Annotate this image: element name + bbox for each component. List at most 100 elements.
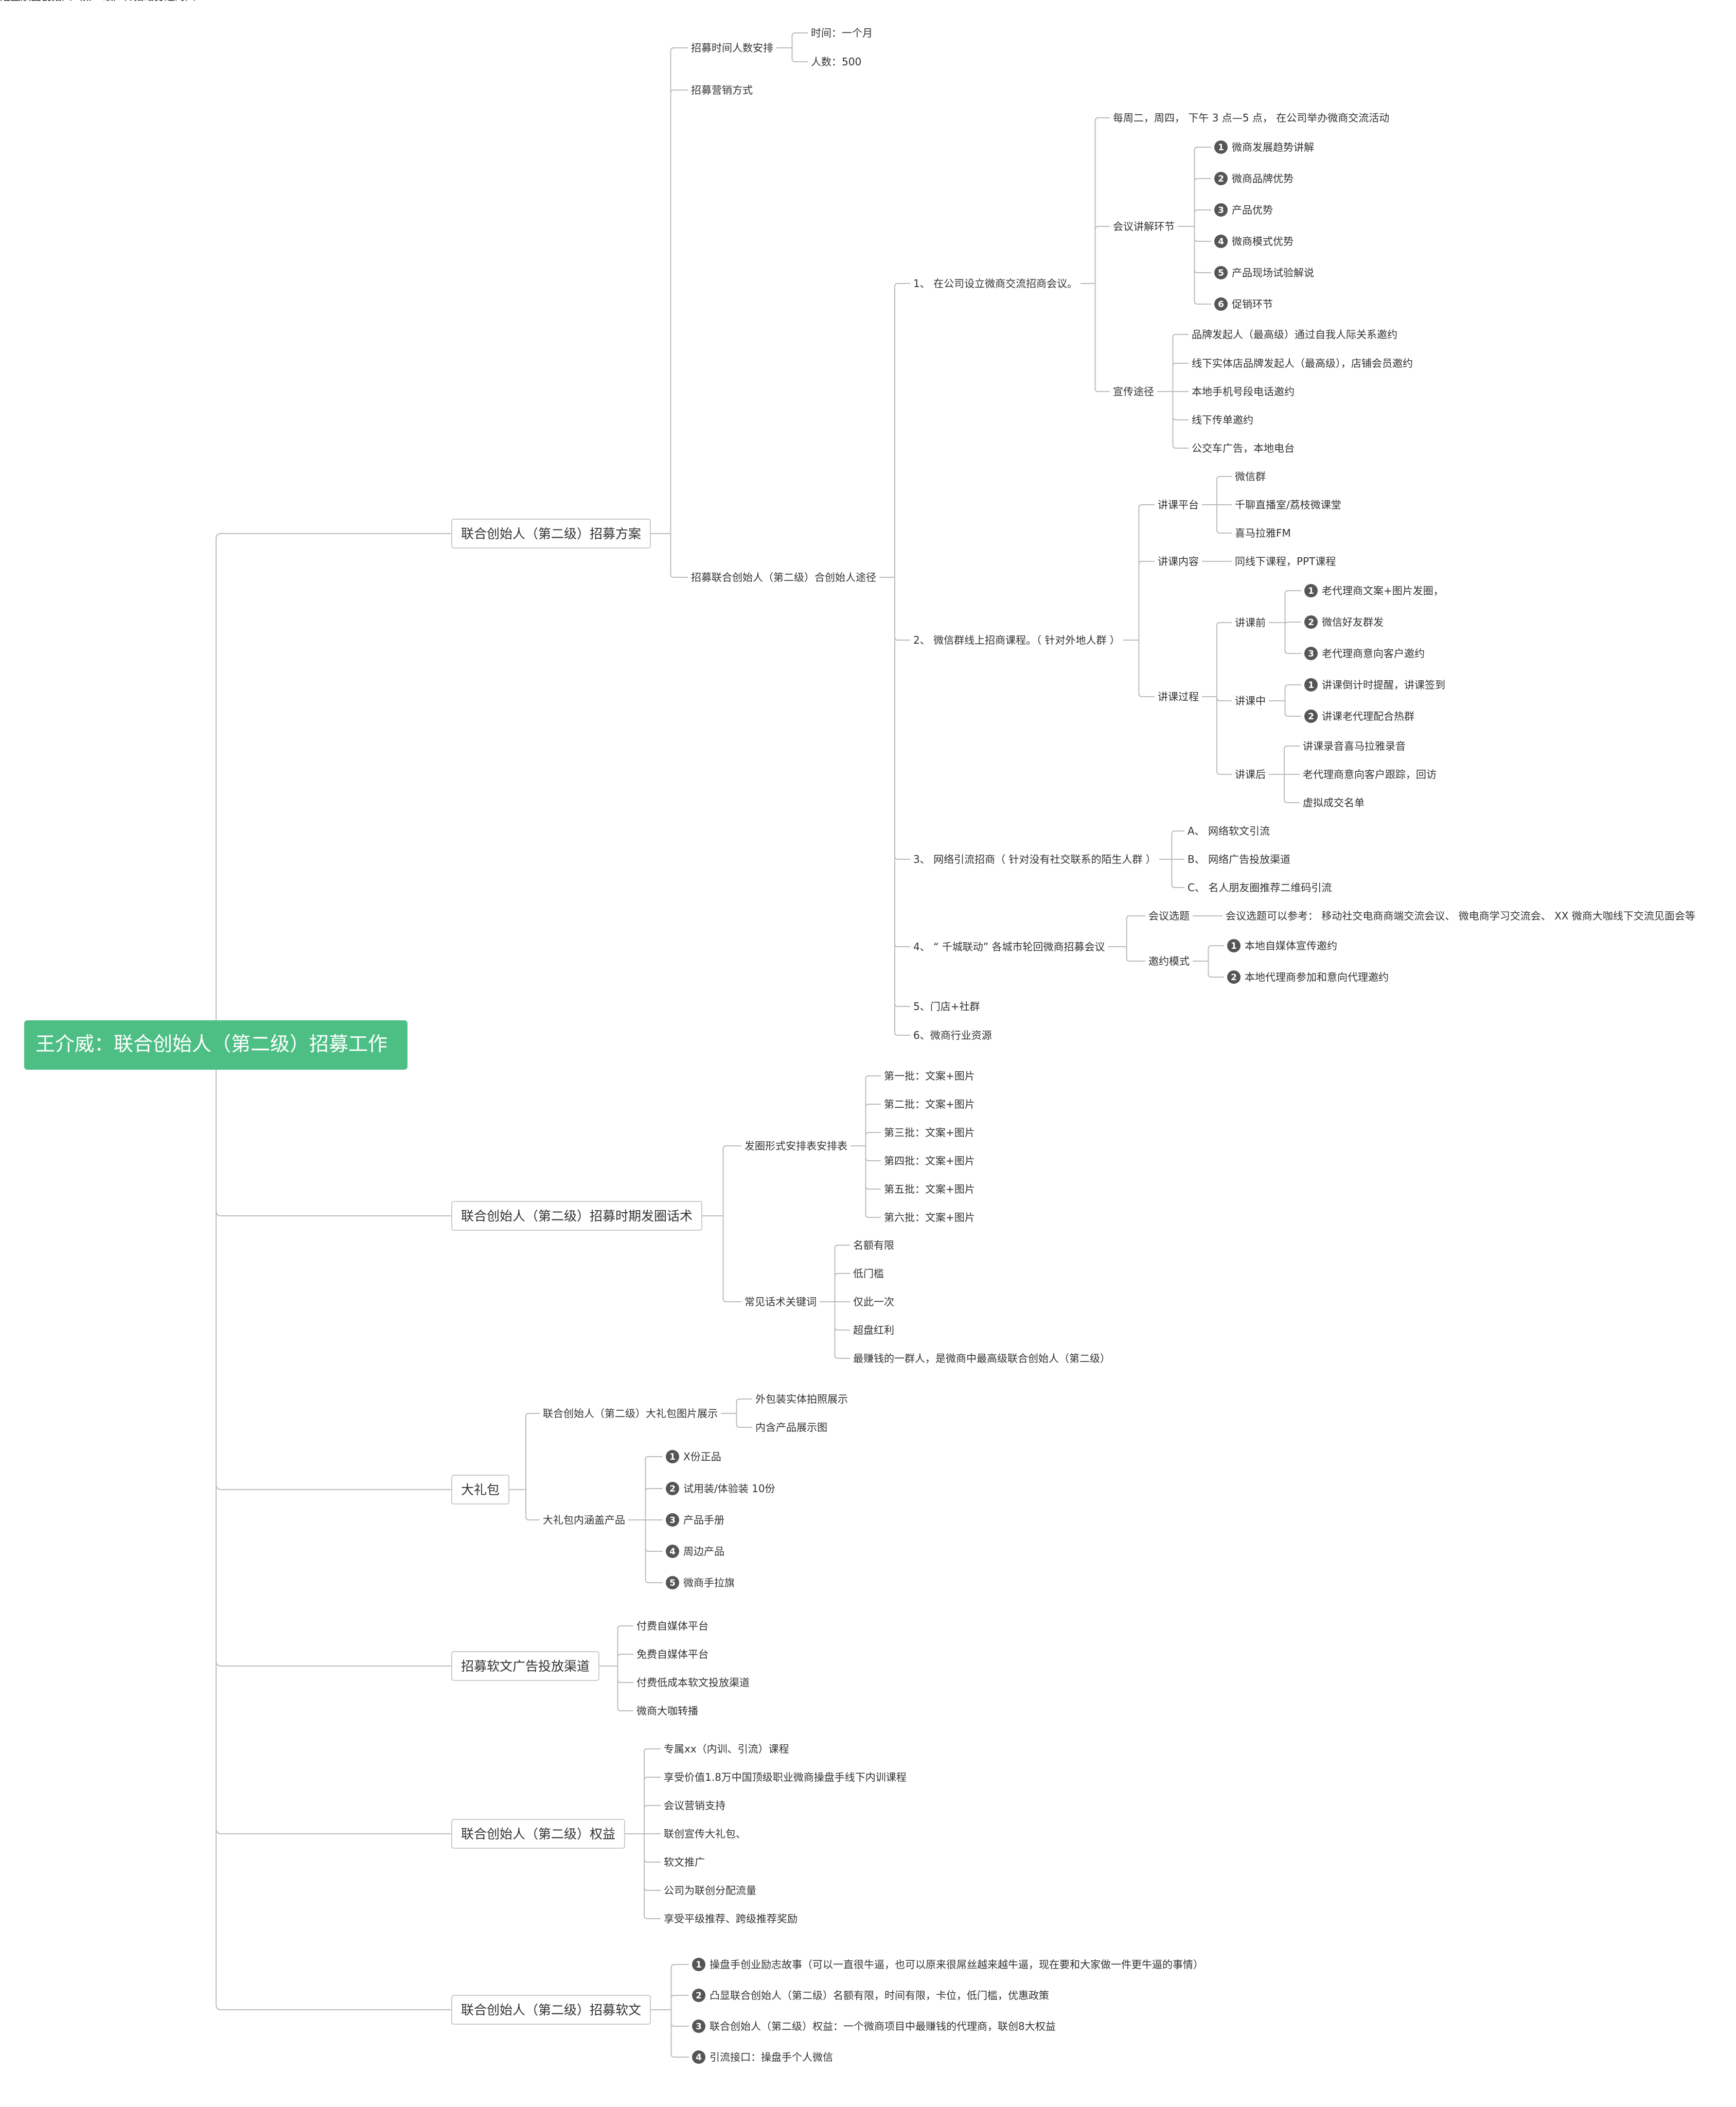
topic-label[interactable]: 千聊直播室/荔枝微课堂 [1235, 499, 1341, 511]
topic-label[interactable]: A、 网络软文引流 [1188, 825, 1270, 837]
topic-label[interactable]: 喜马拉雅FM [1235, 527, 1291, 539]
topic-label[interactable]: 微商品牌优势 [1232, 172, 1294, 185]
topic-label[interactable]: 第五批：文案+图片 [884, 1183, 975, 1195]
topic-label[interactable]: 公司为联创分配流量 [664, 1884, 756, 1897]
topic-label[interactable]: 招募时间人数安排 [691, 42, 773, 54]
branch-topic[interactable] [451, 1995, 651, 2025]
topic-label[interactable]: 招募营销方式 [691, 84, 753, 96]
topic-label[interactable]: 2、 微信群线上招商课程。（ 针对外地人群 ） [913, 634, 1120, 646]
topic-label[interactable]: 4、 “ 千城联动” 各城市轮回微商招募会议 [913, 941, 1105, 953]
topic-label[interactable]: 会议讲解环节 [1113, 220, 1175, 233]
topic-label[interactable]: 招募联合创始人（第二级）合创始人途径 [691, 571, 876, 583]
topic-label[interactable]: 线下实体店品牌发起人（最高级），店铺会员邀约 [1192, 357, 1413, 369]
topic-label[interactable]: 微商手拉旗 [683, 1577, 735, 1589]
topic-label[interactable]: 品牌发起人（最高级）通过自我人际关系邀约 [1192, 328, 1397, 341]
topic-label[interactable]: 联合创始人（第二级）权益：一个微商项目中最赚钱的代理商，联创8大权益 [710, 2020, 1056, 2032]
branch-topic[interactable] [451, 1819, 626, 1849]
topic-label[interactable]: 享受平级推荐、跨级推荐奖励 [664, 1913, 798, 1925]
topic-label[interactable]: 微商发展趋势讲解 [1232, 141, 1314, 153]
topic-label[interactable]: 讲课录音喜马拉雅录音 [1303, 740, 1406, 752]
topic-label[interactable]: 老代理商意向客户邀约 [1322, 647, 1425, 660]
topic-label[interactable]: 讲课内容 [1158, 555, 1199, 568]
topic-label[interactable]: 大礼包内涵盖产品 [543, 1514, 625, 1526]
topic-label[interactable]: 讲课前 [1235, 616, 1266, 629]
topic-label[interactable]: 凸显联合创始人（第二级）名额有限，时间有限，卡位，低门槛，优惠政策 [710, 1989, 1049, 2002]
topic-label[interactable]: 第一批：文案+图片 [884, 1070, 975, 1082]
topic-label[interactable]: 操盘手创业励志故事（可以一直很牛逼，也可以原来很屌丝越来越牛逼，现在要和大家做一… [710, 1958, 1203, 1971]
topic-label[interactable]: C、 名人朋友圈推荐二维码引流 [1188, 881, 1332, 894]
topic-label[interactable]: 周边产品 [683, 1545, 724, 1557]
topic-label[interactable]: 付费低成本软文投放渠道 [636, 1676, 750, 1689]
topic-label[interactable]: 会议选题可以参考： 移动社交电商商端交流会议、 微电商学习交流会、 XX 微商大… [1226, 910, 1695, 922]
topic-label[interactable]: 5、门店+社群 [913, 1000, 980, 1013]
topic-label[interactable]: 增加产品价格 [0, 0, 62, 3]
topic-label[interactable]: 讲课中 [1235, 695, 1266, 707]
topic-label[interactable]: 发圈形式安排表安排表 [745, 1140, 847, 1152]
topic-label[interactable]: 会议营销支持 [664, 1799, 725, 1812]
topic-label[interactable]: 宣传途径 [1113, 385, 1154, 398]
topic-label[interactable]: 超盘红利 [853, 1324, 894, 1336]
topic-label[interactable]: 时间：一个月 [811, 27, 873, 39]
branch-topic[interactable] [451, 1201, 703, 1231]
topic-label[interactable]: 老代理商文案+图片发圈， [1322, 585, 1444, 597]
topic-label[interactable]: 本地代理商参加和意向代理邀约 [1245, 971, 1389, 983]
topic-label[interactable]: 邀约模式 [1148, 955, 1190, 967]
topic-label[interactable]: 虚拟成交名单 [1303, 796, 1365, 809]
topic-label[interactable]: 第四批：文案+图片 [884, 1155, 975, 1167]
topic-label[interactable]: 6、微商行业资源 [913, 1029, 992, 1041]
topic-label[interactable]: 公交车广告，本地电台 [1192, 442, 1295, 454]
topic-label[interactable]: 讲课倒计时提醒，讲课签到 [1322, 679, 1445, 691]
topic-label[interactable]: 产品手册 [683, 1514, 724, 1526]
topic-label[interactable]: 讲课平台 [1158, 499, 1199, 511]
topic-label[interactable]: 会议选题 [1148, 910, 1190, 922]
topic-label[interactable]: B、 网络广告投放渠道 [1188, 853, 1290, 865]
topic-label[interactable]: 讲课老代理配合热群 [1322, 710, 1414, 722]
topic-label[interactable]: 定金联合创始人（第二级）传播给身边的人 [0, 0, 196, 3]
topic-label[interactable]: 微信好友群发 [1322, 616, 1384, 628]
topic-label[interactable]: 定金联合创始人（第二级）传播给身边的人 [0, 0, 196, 3]
topic-label[interactable]: 联创宣传大礼包、 [664, 1828, 746, 1840]
branch-topic[interactable] [451, 1651, 600, 1681]
topic-label[interactable]: 最赚钱的一群人，是微商中最高级联合创始人（第二级） [853, 1352, 1110, 1365]
topic-label[interactable]: 老代理商意向客户跟踪，回访 [1303, 768, 1437, 781]
topic-label[interactable]: 本地自媒体宣传邀约 [1245, 940, 1337, 952]
topic-label[interactable]: 引流接口：操盘手个人微信 [710, 2051, 833, 2063]
topic-label[interactable]: 本地手机号段电话邀约 [1192, 385, 1295, 398]
connector-elbow [617, 1654, 633, 1658]
branch-topic[interactable] [451, 519, 651, 548]
topic-label[interactable]: 同线下课程，PPT课程 [1235, 555, 1336, 568]
topic-label[interactable]: 讲课后 [1235, 768, 1266, 781]
topic-label[interactable]: 内含产品展示图 [755, 1421, 827, 1433]
topic-label[interactable]: 免费自媒体平台 [636, 1648, 708, 1660]
number-badge-label: 3 [1218, 205, 1224, 216]
topic-label[interactable]: 享受价值1.8万中国顶级职业微商操盘手线下内训课程 [664, 1771, 907, 1783]
topic-label[interactable]: 人数：500 [811, 56, 861, 68]
topic-label[interactable]: 第六批：文案+图片 [884, 1211, 975, 1224]
topic-label[interactable]: 试用装/体验装 10份 [683, 1482, 775, 1495]
topic-label[interactable]: 第二批：文案+图片 [884, 1098, 975, 1110]
topic-label[interactable]: 常见话术关键词 [745, 1296, 817, 1308]
topic-label[interactable]: 名额有限 [853, 1239, 894, 1251]
topic-label[interactable]: 产品优势 [1232, 204, 1273, 216]
topic-label[interactable]: 付费自媒体平台 [636, 1620, 708, 1632]
topic-label[interactable]: 软文推广 [664, 1856, 705, 1868]
topic-label[interactable]: 线下传单邀约 [1192, 414, 1253, 426]
topic-label[interactable]: 每周二，周四， 下午 3 点—5 点， 在公司举办微商交流活动 [1113, 112, 1389, 124]
topic-label[interactable]: 微商模式优势 [1232, 235, 1294, 247]
topic-label[interactable]: 仅此一次 [853, 1296, 894, 1308]
root-topic[interactable] [24, 1020, 408, 1070]
topic-label[interactable]: 微商大咖转播 [636, 1705, 698, 1717]
topic-label[interactable]: X份正品 [683, 1450, 721, 1463]
topic-label[interactable]: 3、 网络引流招商（ 针对没有社交联系的陌生人群 ） [913, 853, 1156, 865]
topic-label[interactable]: 联合创始人（第二级）大礼包图片展示 [543, 1407, 718, 1420]
topic-label[interactable]: 讲课过程 [1158, 690, 1199, 703]
topic-label[interactable]: 外包装实体拍照展示 [755, 1393, 848, 1405]
topic-label[interactable]: 微信群 [1235, 470, 1266, 483]
topic-label[interactable]: 专属xx（内训、引流）课程 [664, 1743, 789, 1755]
topic-label[interactable]: 产品现场试验解说 [1232, 267, 1314, 279]
branch-topic[interactable] [451, 1475, 510, 1504]
topic-label[interactable]: 低门槛 [853, 1267, 884, 1280]
topic-label[interactable]: 1、 在公司设立微商交流招商会议。 [913, 277, 1077, 290]
topic-label[interactable]: 促销环节 [1232, 298, 1273, 310]
topic-label[interactable]: 第三批：文案+图片 [884, 1126, 975, 1139]
